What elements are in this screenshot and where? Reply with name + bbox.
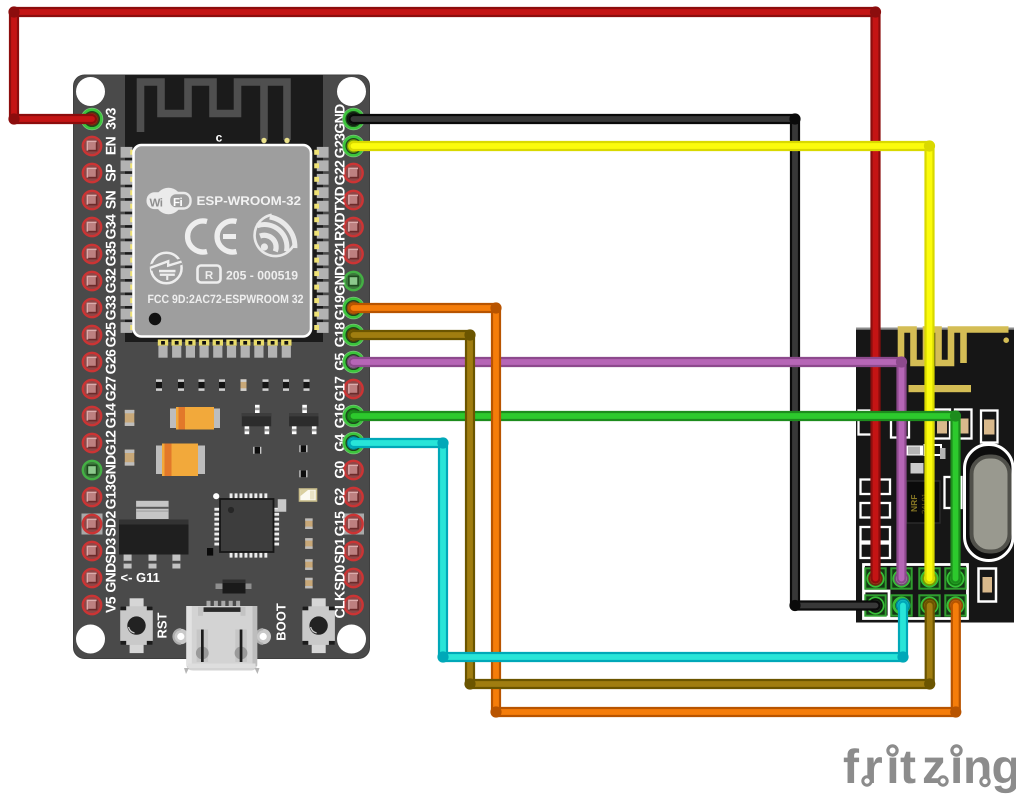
svg-text:G0: G0 [332,460,348,478]
svg-text:G13: G13 [103,484,119,509]
svg-text:G26: G26 [103,349,119,374]
svg-text:BOOT: BOOT [274,603,289,641]
svg-text:205 - 000519: 205 - 000519 [226,269,298,283]
svg-text:G2: G2 [332,487,348,505]
svg-text:GND: GND [103,455,119,485]
svg-text:G25: G25 [103,322,119,347]
svg-text:SD3: SD3 [103,537,119,563]
svg-text:<- G11: <- G11 [121,570,160,585]
svg-text:G35: G35 [103,241,119,266]
svg-text:G22: G22 [332,160,348,185]
svg-text:f: f [843,741,860,794]
svg-text:GND: GND [332,266,348,296]
svg-text:NRF: NRF [909,495,919,512]
svg-text:SD0: SD0 [332,564,348,590]
svg-text:G33: G33 [103,295,119,320]
svg-text:G15: G15 [332,511,348,536]
svg-text:GND: GND [103,563,119,593]
svg-text:RXD: RXD [332,213,348,241]
svg-text:t: t [900,741,916,794]
svg-text:G21: G21 [332,241,348,266]
svg-text:G32: G32 [103,268,119,293]
svg-text:GND: GND [332,104,348,134]
svg-text:G18: G18 [332,322,348,347]
svg-text:G16: G16 [332,403,348,428]
svg-text:Wi: Wi [150,198,163,210]
svg-text:ESP-WROOM-32: ESP-WROOM-32 [197,194,302,208]
svg-text:SN: SN [103,190,119,209]
svg-text:FCC 9D:2AC72-ESPWROOM 32: FCC 9D:2AC72-ESPWROOM 32 [148,292,304,306]
svg-text:SP: SP [103,164,119,182]
svg-text:EN: EN [103,136,119,155]
svg-text:3v3: 3v3 [103,107,119,129]
svg-text:G23: G23 [332,133,348,158]
svg-text:TXD: TXD [332,186,348,213]
svg-text:c: c [216,131,223,145]
svg-text:Fi: Fi [173,197,183,209]
svg-text:SD1: SD1 [332,537,348,563]
svg-text:G17: G17 [332,376,348,401]
svg-text:G14: G14 [103,403,119,428]
svg-text:R: R [205,270,214,282]
svg-text:G19: G19 [332,295,348,320]
svg-text:g: g [992,741,1016,794]
svg-text:SD2: SD2 [103,510,119,536]
svg-text:V5: V5 [103,596,119,613]
svg-text:CLK: CLK [332,591,348,618]
svg-text:G27: G27 [103,376,119,401]
svg-text:G12: G12 [103,430,119,455]
svg-text:RST: RST [155,612,170,638]
svg-text:G34: G34 [103,214,119,239]
